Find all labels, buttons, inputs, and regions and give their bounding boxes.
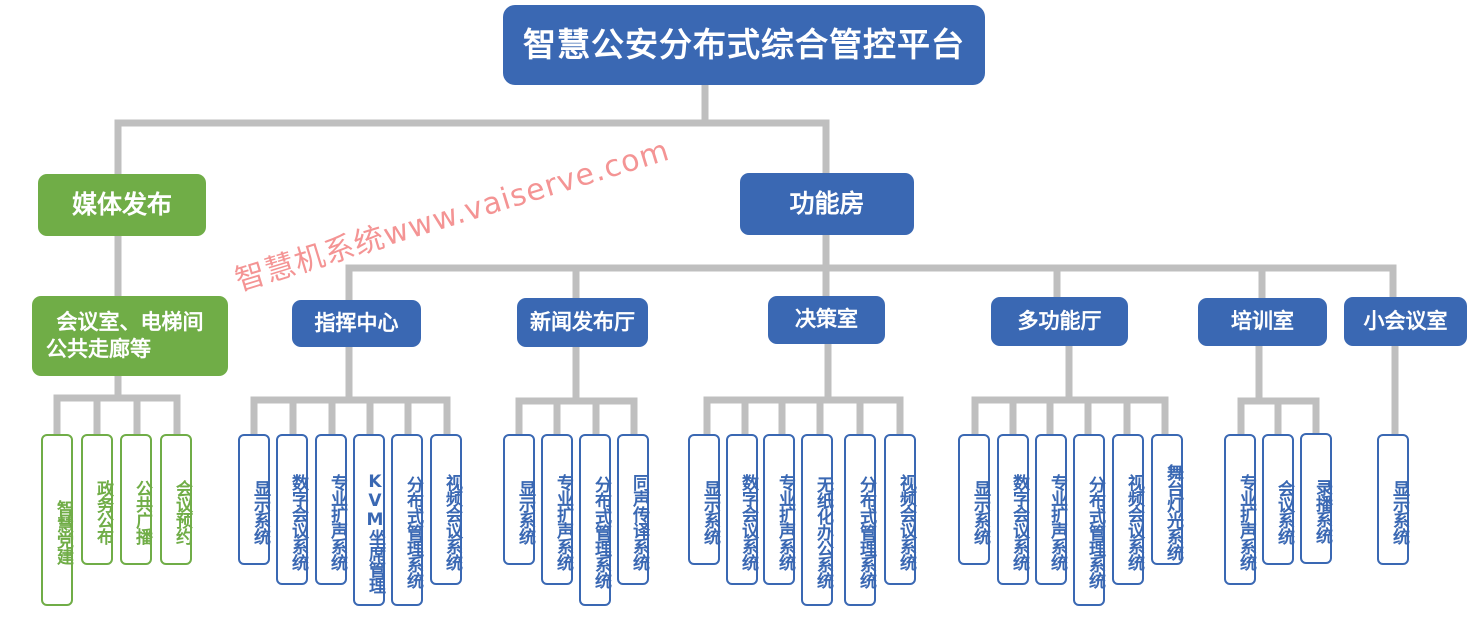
connector-group-2	[703, 340, 904, 439]
leaf-label: 公共广播	[132, 479, 152, 544]
leaf-item: 录播系统	[1300, 433, 1332, 564]
group-decision-room: 决策室	[768, 296, 885, 344]
branch-label: 功能房	[789, 188, 865, 218]
leaf-item: 同声传译系统	[617, 434, 649, 585]
group-label-line2: 公共走廊等	[46, 337, 151, 361]
group-label: 多功能厅	[1017, 308, 1102, 333]
leaf-item: 政务公布	[81, 434, 113, 565]
leaf-item: 会议系统	[1262, 434, 1294, 565]
leaf-label: 显示系统	[1389, 479, 1409, 544]
leaf-item: 专业扩声系统	[315, 434, 347, 585]
leaf-label: 分布式管理系统	[403, 476, 423, 588]
group-training-room: 培训室	[1198, 298, 1327, 346]
leaf-item: 显示系统	[503, 434, 535, 565]
leaf-label: 分布式管理系统	[1085, 476, 1105, 588]
leaf-label: 视频会议系统	[442, 473, 462, 570]
connector-group-1	[515, 342, 638, 439]
leaf-label: 专业扩声系统	[327, 473, 347, 570]
group-multifunction-hall: 多功能厅	[991, 297, 1128, 346]
leaf-label: 分布式管理系统	[856, 476, 876, 588]
leaf-item: 舞台灯光系统	[1151, 434, 1183, 565]
group-small-meeting-room: 小会议室	[1344, 297, 1467, 346]
leaf-label: 显示系统	[515, 479, 535, 544]
leaf-item: 分布式管理系统	[391, 434, 423, 606]
group-press-hall: 新闻发布厅	[517, 298, 648, 347]
leaf-item: 专业扩声系统	[1035, 434, 1067, 585]
leaf-item: 专业扩声系统	[1224, 434, 1256, 585]
leaf-label: 智慧党建	[53, 500, 73, 564]
leaf-label: 视频会议系统	[1124, 473, 1144, 570]
leaf-item: 视频会议系统	[1112, 434, 1144, 585]
leaf-label: 会议预约	[172, 479, 192, 544]
leaf-item: 数字会议系统	[997, 434, 1029, 585]
leaf-label: 录播系统	[1312, 478, 1332, 543]
group-label: 新闻发布厅	[530, 309, 635, 334]
leaf-item: 无纸化办公系统	[801, 434, 833, 606]
group-command-center: 指挥中心	[292, 300, 421, 347]
connector-group-4	[1237, 342, 1320, 439]
leaf-label: 数字会议系统	[738, 473, 758, 570]
leaf-item: 数字会议系统	[726, 434, 758, 585]
leaf-item: 视频会议系统	[430, 434, 462, 585]
group-label: 培训室	[1231, 309, 1294, 334]
leaf-item: 专业扩声系统	[541, 434, 573, 585]
branch-media-publish: 媒体发布	[38, 174, 206, 236]
leaf-label: 政务公布	[93, 479, 113, 544]
leaf-item: 分布式管理系统	[579, 434, 611, 606]
leaf-item: 分布式管理系统	[844, 434, 876, 606]
leaf-label: 显示系统	[970, 479, 990, 544]
leaf-item: 显示系统	[1377, 434, 1409, 565]
leaf-label: 视频会议系统	[896, 473, 916, 570]
leaf-item: 视频会议系统	[884, 434, 916, 585]
leaf-item: 分布式管理系统	[1073, 434, 1105, 606]
leaf-item: 公共广播	[120, 434, 152, 565]
root-node: 智慧公安分布式综合管控平台	[503, 5, 985, 85]
leaf-label: 显示系统	[700, 479, 720, 544]
leaf-label: 专业扩声系统	[775, 473, 795, 570]
group-label: 决策室	[795, 307, 858, 332]
connector-group-0	[250, 342, 451, 439]
leaf-item: 会议预约	[160, 434, 192, 565]
connector-group-3	[971, 342, 1169, 439]
leaf-item: KVM坐席管理	[353, 434, 385, 606]
group-meeting-rooms-corridors: 会议室、电梯间 公共走廊等	[32, 296, 228, 376]
leaf-label: 无纸化办公系统	[813, 476, 833, 588]
leaf-label: 显示系统	[250, 479, 270, 544]
leaf-label: 专业扩声系统	[1236, 473, 1256, 570]
branch-function-rooms: 功能房	[740, 173, 914, 235]
connector-media	[53, 232, 181, 439]
leaf-item: 显示系统	[688, 434, 720, 565]
leaf-label: 专业扩声系统	[1047, 473, 1067, 570]
leaf-item: 智慧党建	[41, 434, 73, 606]
leaf-label: 同声传译系统	[629, 473, 649, 570]
leaf-label: 分布式管理系统	[591, 476, 611, 588]
leaf-label: 会议系统	[1274, 479, 1294, 544]
leaf-item: 专业扩声系统	[763, 434, 795, 585]
branch-label: 媒体发布	[71, 189, 172, 219]
leaf-item: 数字会议系统	[276, 434, 308, 585]
connector-root	[114, 81, 830, 179]
leaf-item: 显示系统	[238, 434, 270, 565]
leaf-label: 舞台灯光系统	[1163, 463, 1183, 560]
leaf-label: KVM坐席管理	[365, 471, 385, 593]
group-label: 指挥中心	[314, 310, 399, 335]
leaf-item: 显示系统	[958, 434, 990, 565]
root-label: 智慧公安分布式综合管控平台	[523, 24, 965, 64]
connector-function	[345, 232, 1397, 304]
leaf-label: 数字会议系统	[1009, 473, 1029, 570]
leaf-label: 数字会议系统	[288, 473, 308, 570]
leaf-label: 专业扩声系统	[553, 473, 573, 570]
group-label: 小会议室	[1363, 308, 1448, 333]
group-label-line1: 会议室、电梯间	[56, 309, 204, 334]
